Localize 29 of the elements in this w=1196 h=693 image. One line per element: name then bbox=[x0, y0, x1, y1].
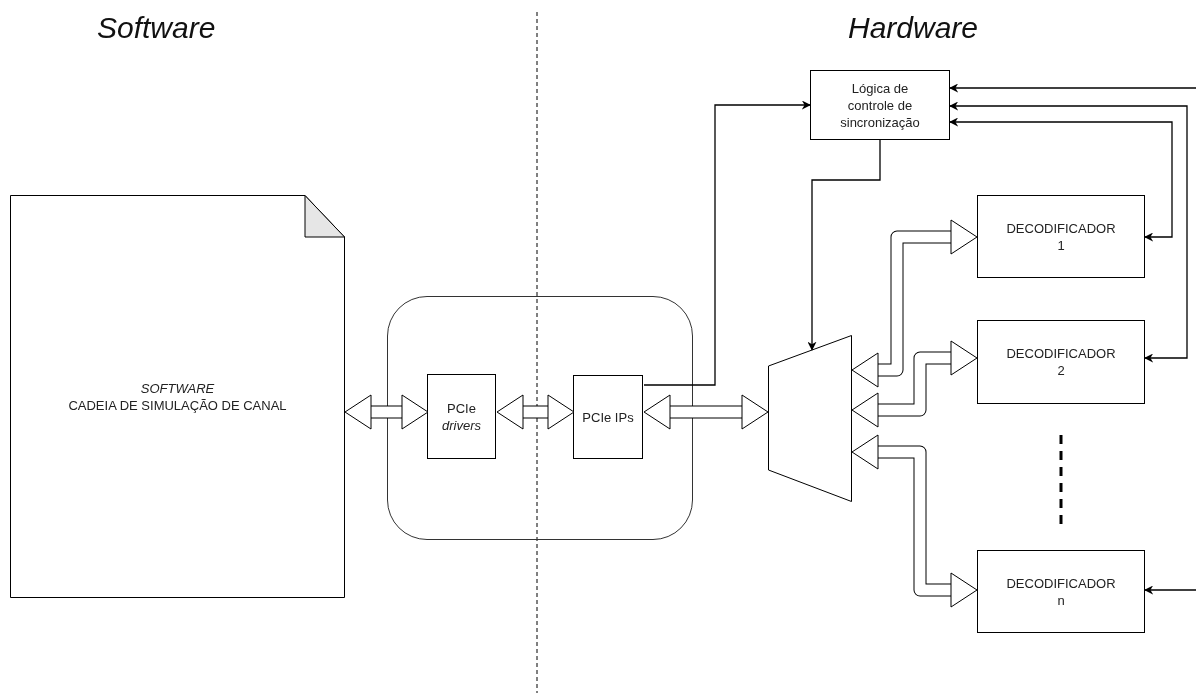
decoder-box bbox=[977, 195, 1145, 278]
block-arrow bbox=[344, 394, 429, 430]
arrow bbox=[949, 101, 1188, 363]
node-label: DECODIFICADOR 1 bbox=[1005, 219, 1117, 254]
node-label: PCIe drivers bbox=[441, 399, 482, 434]
logic-box bbox=[810, 70, 950, 140]
arrow bbox=[949, 117, 1173, 242]
node-label: CADEIA DE SIMULAÇÃO DE CANAL bbox=[68, 396, 287, 414]
section-title: Software bbox=[97, 10, 216, 46]
node-label: SOFTWARE bbox=[140, 379, 215, 397]
rounded-container bbox=[387, 296, 693, 540]
decoder-box bbox=[977, 550, 1145, 633]
block-arrow bbox=[851, 219, 978, 388]
block-arrow bbox=[643, 394, 769, 430]
node-label: DECODIFICADOR n bbox=[1005, 574, 1117, 609]
section-title: Hardware bbox=[848, 10, 979, 46]
arrow bbox=[949, 83, 1196, 93]
arrow bbox=[807, 139, 881, 351]
multiplexer-trapezoid bbox=[768, 335, 852, 502]
block-arrow bbox=[851, 434, 978, 608]
document-shape bbox=[10, 195, 345, 598]
block-arrow bbox=[496, 394, 575, 430]
decoder-box bbox=[977, 320, 1145, 404]
arrow bbox=[1144, 585, 1196, 595]
block-arrow bbox=[851, 340, 978, 428]
arrow bbox=[643, 100, 811, 386]
node-label: DECODIFICADOR 2 bbox=[1005, 345, 1117, 379]
node-label: Lógica de controle de sincronização bbox=[839, 79, 921, 131]
node-label: PCIe IPs bbox=[582, 408, 634, 426]
